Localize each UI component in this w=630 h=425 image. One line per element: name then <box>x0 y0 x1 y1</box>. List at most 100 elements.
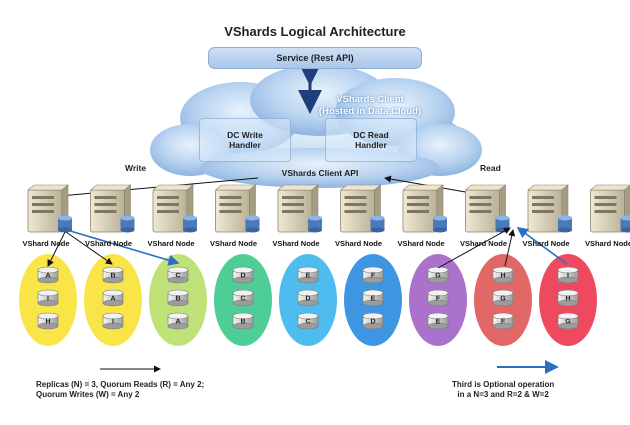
shard-disk: D <box>363 313 383 329</box>
shard-disk: E <box>363 290 383 306</box>
shard-label: I <box>47 296 49 303</box>
shard-label: B <box>110 273 115 280</box>
server-icon <box>341 185 385 233</box>
client-title-line2: (Hosted in Data Cloud) <box>300 106 440 118</box>
server-icon <box>153 185 197 233</box>
legend-blue-line2: in a N=3 and R=2 & W=2 <box>452 390 554 400</box>
server-icon <box>91 185 135 233</box>
shard-group: I H G <box>539 254 597 346</box>
shard-group: B A I <box>84 254 142 346</box>
server-icon <box>216 185 260 233</box>
shard-disk: B <box>103 267 123 283</box>
shard-disk: A <box>103 290 123 306</box>
shard-disk: I <box>103 313 123 329</box>
shard-disk: A <box>38 267 58 283</box>
shard-disk: C <box>233 290 253 306</box>
server-icon <box>528 185 572 233</box>
shard-group: F E D <box>344 254 402 346</box>
node-label: VShard Node <box>454 239 514 248</box>
shard-label: C <box>305 319 310 326</box>
shard-label: I <box>112 319 114 326</box>
shard-disk: E <box>298 267 318 283</box>
client-title: VShards Client (Hosted in Data Cloud) <box>300 94 440 118</box>
write-label: Write <box>125 163 146 173</box>
server-icon <box>28 185 72 233</box>
shard-disk: B <box>233 313 253 329</box>
node-label: VShard Node <box>329 239 389 248</box>
shard-label: B <box>240 319 245 326</box>
read-handler-line1: DC Read <box>353 130 388 140</box>
node-label: VShard Node <box>516 239 576 248</box>
client-title-line1: VShards Client <box>300 94 440 106</box>
shard-group: H G F <box>474 254 532 346</box>
server-icon <box>278 185 322 233</box>
shard-disk: F <box>493 313 513 329</box>
shard-disk: I <box>38 290 58 306</box>
shard-label: C <box>240 296 245 303</box>
shard-label: A <box>45 273 50 280</box>
shard-label: E <box>371 296 376 303</box>
node-label: VShard Node <box>16 239 76 248</box>
legend-black-line2: Quorum Writes (W) = Any 2 <box>36 390 204 400</box>
legend-black-line1: Replicas (N) = 3, Quorum Reads (R) = Any… <box>36 380 204 390</box>
node-label: VShard Node <box>391 239 451 248</box>
shard-group: E D C <box>279 254 337 346</box>
shard-label: H <box>500 273 505 280</box>
shard-label: A <box>110 296 115 303</box>
shard-label: G <box>565 319 571 326</box>
shard-group: D C B <box>214 254 272 346</box>
node-label: VShard Node <box>266 239 326 248</box>
shard-label: D <box>240 273 245 280</box>
shard-label: F <box>436 296 441 303</box>
shard-group: C B A <box>149 254 207 346</box>
shard-label: F <box>371 273 376 280</box>
shard-disk: G <box>493 290 513 306</box>
shard-label: H <box>565 296 570 303</box>
shard-label: E <box>306 273 311 280</box>
shard-disk: H <box>38 313 58 329</box>
shard-disk: H <box>493 267 513 283</box>
server-icon <box>591 185 630 233</box>
shard-disk: C <box>298 313 318 329</box>
shard-disk: I <box>558 267 578 283</box>
shard-label: F <box>501 319 506 326</box>
node-label: VShard Node <box>79 239 139 248</box>
shard-disk: A <box>168 313 188 329</box>
read-handler-box: DC Read Handler <box>325 118 417 162</box>
shard-group: A I H <box>19 254 77 346</box>
read-handler-line2: Handler <box>353 140 388 150</box>
server-icon <box>403 185 447 233</box>
legend-blue-line1: Third is Optional operation <box>452 380 554 390</box>
shard-disk: G <box>428 267 448 283</box>
write-handler-line2: Handler <box>227 140 263 150</box>
shard-disk: C <box>168 267 188 283</box>
shard-label: I <box>567 273 569 280</box>
shard-disk: G <box>558 313 578 329</box>
shard-disk: D <box>298 290 318 306</box>
shard-disk: E <box>428 313 448 329</box>
shard-disk: F <box>428 290 448 306</box>
write-handler-box: DC Write Handler <box>199 118 291 162</box>
node-label: VShard Node <box>204 239 264 248</box>
service-box: Service (Rest API) <box>208 47 422 69</box>
shard-label: E <box>436 319 441 326</box>
server-row <box>28 185 630 233</box>
shard-disk: B <box>168 290 188 306</box>
node-label: VShard Node <box>579 239 630 248</box>
shard-disk: H <box>558 290 578 306</box>
read-label: Read <box>480 163 501 173</box>
shard-row: A I H B A I C B A D C B E D C F E D G F E H G F I H G <box>19 254 597 346</box>
client-api-label: VShards Client API <box>250 168 390 178</box>
shard-label: B <box>175 296 180 303</box>
shard-label: A <box>175 319 180 326</box>
shard-disk: D <box>233 267 253 283</box>
node-label: VShard Node <box>141 239 201 248</box>
server-icon <box>466 185 510 233</box>
shard-label: G <box>500 296 506 303</box>
legend-black-text: Replicas (N) = 3, Quorum Reads (R) = Any… <box>36 380 204 400</box>
page-title: VShards Logical Architecture <box>0 24 630 39</box>
shard-disk: F <box>363 267 383 283</box>
shard-label: D <box>370 319 375 326</box>
shard-label: G <box>435 273 441 280</box>
